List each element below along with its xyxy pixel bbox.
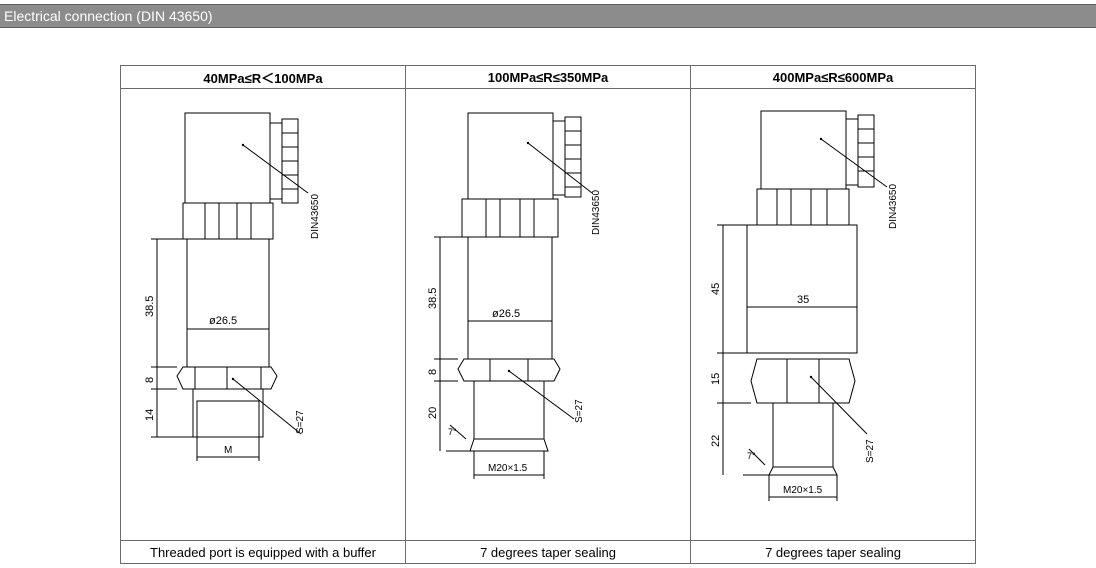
- range-header-2: 100MPa≤R≤350MPa: [405, 65, 691, 89]
- sensor-drawing-1: DIN43650 ø26.5 S=27 M: [144, 112, 321, 461]
- sensor-drawing-2: DIN43650 ø26.5 S=27 M20×1.5 7°: [427, 112, 602, 479]
- range-header-3: 400MPa≤R≤600MPa: [690, 65, 976, 89]
- din-label: DIN43650: [591, 190, 602, 235]
- diameter-label: ø26.5: [209, 315, 237, 327]
- hex-nut: [176, 366, 278, 390]
- body-length-label: 38.5: [144, 296, 156, 317]
- section-header: Electrical connection (DIN 43650): [0, 4, 1096, 28]
- diameter-label: ø26.5: [492, 308, 520, 320]
- thread-port: [192, 388, 264, 438]
- neck-ring: [182, 202, 274, 240]
- hex-height-label: 8: [144, 377, 156, 383]
- body-length-label: 38.5: [427, 288, 439, 309]
- thread-length-label: 22: [710, 435, 722, 447]
- hex-label: S=27: [574, 399, 585, 423]
- thread-label: M20×1.5: [488, 463, 528, 474]
- drawing-cell-2: DIN43650 ø26.5 S=27 M20×1.5 7°: [405, 88, 691, 541]
- connector-housing: [184, 112, 271, 204]
- connector-plate: [269, 122, 283, 200]
- hex-label: S=27: [865, 439, 876, 463]
- header-row: 40MPa≤R＜100MPa 100MPa≤R≤350MPa 400MPa≤R≤…: [120, 65, 976, 89]
- note-cell-3: 7 degrees taper sealing: [690, 540, 976, 564]
- drawing-row: DIN43650 ø26.5 S=27 M: [120, 88, 976, 541]
- note-row: Threaded port is equipped with a buffer …: [120, 540, 976, 564]
- body-length-label: 45: [710, 283, 722, 295]
- spec-table: 40MPa≤R＜100MPa 100MPa≤R≤350MPa 400MPa≤R≤…: [120, 65, 976, 564]
- range-header-1: 40MPa≤R＜100MPa: [120, 65, 406, 89]
- hex-height-label: 8: [427, 369, 439, 375]
- angle-label: 7°: [747, 451, 756, 461]
- sensor-drawing-3: DIN43650 35 S=27 M20×1.5 7°: [710, 110, 899, 501]
- thread-label: M20×1.5: [783, 485, 823, 496]
- diameter-label: 35: [797, 294, 809, 306]
- note-cell-1: Threaded port is equipped with a buffer: [120, 540, 406, 564]
- sensor-body: [186, 238, 270, 368]
- section-title: Electrical connection (DIN 43650): [4, 8, 213, 24]
- drawing-cell-1: DIN43650 ø26.5 S=27 M: [120, 88, 406, 541]
- hex-label: S=27: [295, 410, 306, 434]
- din-label: DIN43650: [888, 184, 899, 229]
- angle-label: 7°: [448, 427, 457, 437]
- hex-height-label: 15: [710, 373, 722, 385]
- drawing-cell-3: DIN43650 35 S=27 M20×1.5 7°: [690, 88, 976, 541]
- thread-length-label: 14: [144, 409, 156, 421]
- thread-label: M: [224, 445, 232, 456]
- thread-length-label: 20: [427, 407, 439, 419]
- din-label: DIN43650: [310, 194, 321, 239]
- note-cell-2: 7 degrees taper sealing: [405, 540, 691, 564]
